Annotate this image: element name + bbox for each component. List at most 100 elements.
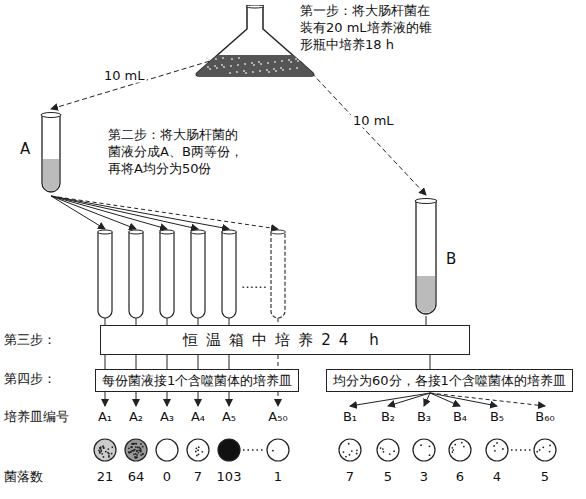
colony-dot (128, 447, 130, 449)
small-tube-outline (129, 232, 143, 318)
flow-arrow (350, 393, 430, 406)
petri-dish (156, 439, 178, 461)
row-label: 培养皿编号 (4, 409, 69, 425)
step-text: 第一步：将大肠杆菌在装有20 mL培养液的锥形瓶中培养18 h (300, 2, 434, 53)
colony-dot (128, 451, 130, 453)
bacteria-dot (214, 65, 216, 67)
bacteria-dot (209, 68, 211, 70)
colony-dot (128, 452, 130, 454)
flow-arrow (198, 392, 199, 406)
colony-dot (197, 449, 199, 451)
dish-number: B₆₀ (535, 409, 554, 425)
dish-number: B₁ (343, 409, 357, 425)
colony-dot (496, 442, 498, 444)
colony-dot (136, 450, 138, 452)
row-label: 菌落数 (4, 469, 43, 485)
flask-drawing (195, 5, 315, 77)
colony-dot (343, 451, 345, 453)
colony-dot (356, 453, 358, 455)
colony-dot (102, 445, 104, 447)
colony-dot (142, 446, 144, 448)
dish-number: B₅ (490, 409, 504, 425)
colony-count: 3 (420, 469, 428, 485)
bacteria-dot (260, 63, 262, 65)
flask-outline (196, 5, 313, 76)
flow-line (167, 355, 168, 369)
colony-dot (101, 453, 103, 455)
colony-dot (111, 453, 113, 455)
box-text: 每份菌液接1个含噬菌体的培养皿 (102, 373, 292, 388)
small-tube-outline (271, 232, 285, 318)
colony-dot (103, 447, 105, 449)
colony-dot (272, 450, 274, 452)
colony-dot (549, 445, 551, 447)
row-label: 第三步： (4, 332, 56, 348)
connector (430, 355, 431, 369)
bacteria-dot (274, 61, 276, 63)
small-tube (129, 230, 144, 318)
colony-count: 5 (541, 469, 549, 485)
colony-dot (140, 449, 142, 451)
flow-line (229, 318, 230, 325)
process-box: 每份菌液接1个含噬菌体的培养皿 (95, 369, 299, 392)
tube-rim (41, 113, 61, 118)
colony-dot (454, 444, 456, 446)
colony-dot (549, 451, 551, 453)
dotted-gap (243, 449, 264, 451)
petri-dish (94, 439, 116, 461)
split-arrow (51, 196, 229, 229)
colony-count: 103 (217, 469, 242, 485)
colony-dot (451, 447, 453, 449)
bacteria-dot (268, 71, 270, 73)
colony-dot (539, 449, 541, 451)
colony-dot (201, 451, 203, 453)
bacteria-dot (245, 72, 247, 74)
colony-dot (420, 444, 422, 446)
flow-line (105, 318, 106, 325)
colony-dot (356, 449, 358, 451)
bacteria-dot (208, 59, 210, 61)
flow-line (198, 318, 199, 325)
colony-dot (108, 453, 110, 455)
petri-dish (339, 439, 361, 461)
flow-line (278, 318, 279, 325)
colony-dot (136, 454, 138, 456)
colony-dot (135, 446, 137, 448)
dish-outline (94, 439, 116, 461)
colony-count: 0 (163, 469, 171, 485)
flow-line (198, 355, 199, 369)
small-tube (98, 230, 113, 318)
box-text: 均分为60分，各接1个含噬菌体的培养皿 (333, 373, 566, 388)
colony-dot (142, 453, 144, 455)
tube-drawing (414, 198, 438, 316)
edge-label: 10 mL (351, 113, 396, 128)
small-tube-rim (129, 230, 144, 234)
flow-line (167, 318, 168, 325)
bacteria-dot (215, 58, 217, 60)
small-tube-rim (191, 230, 206, 234)
flow-arrow (424, 393, 430, 406)
flow-arrow (105, 392, 106, 406)
colony-dot (133, 450, 135, 452)
dish-outline (534, 439, 556, 461)
colony-dot (130, 451, 132, 453)
petri-dish (267, 439, 289, 461)
colony-count: 6 (456, 469, 464, 485)
bacteria-dot (251, 62, 253, 64)
test-tube: A (40, 112, 62, 194)
small-tube-rim (160, 230, 175, 234)
small-tube-outline (222, 232, 236, 318)
small-tube-outline (160, 232, 174, 318)
bacteria-dot (244, 63, 246, 65)
dish-number: A₃ (160, 409, 174, 425)
dotted-gap (511, 449, 531, 451)
dish-number: A₅ (222, 409, 236, 425)
bacteria-dot (267, 62, 269, 64)
step-text: 第二步：将大肠杆菌的菌液分成A、B两等份，再将A均分为50份 (108, 126, 246, 177)
colony-dot (103, 456, 105, 458)
test-tube: B (414, 198, 438, 316)
tube-drawing (40, 112, 62, 194)
colony-dot (429, 445, 431, 447)
colony-dot (134, 456, 136, 458)
